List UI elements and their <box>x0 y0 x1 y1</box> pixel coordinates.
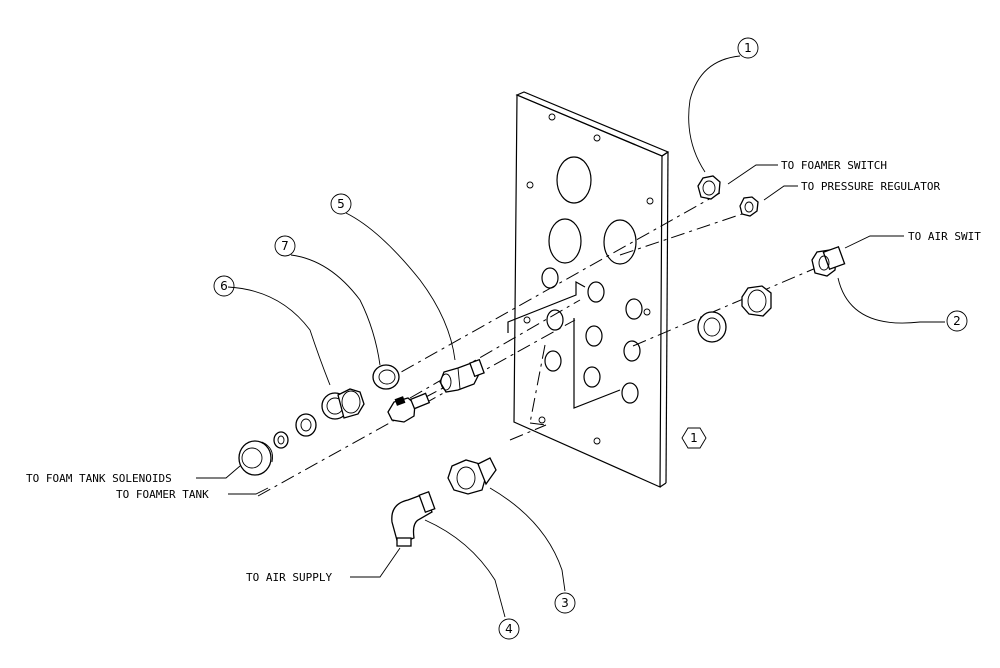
grommet-foam-tank <box>238 440 273 476</box>
tapered-ring <box>295 413 317 437</box>
hex-nut-foamer-switch <box>697 175 721 200</box>
callout-1: 1 <box>737 37 759 59</box>
label-to-air-switch: TO AIR SWIT <box>908 230 981 243</box>
fitting-part-5 <box>439 358 485 393</box>
hex-nut-pressure-regulator <box>739 196 759 217</box>
label-to-foamer-tank: TO FOAMER TANK <box>116 488 209 501</box>
mounting-plate <box>507 91 670 488</box>
hex-nut-large <box>741 285 772 317</box>
assembly-centerlines <box>257 192 831 497</box>
elbow-part-4 <box>391 490 436 547</box>
callout-3-text: 3 <box>561 596 569 610</box>
plate-callout-text: 1 <box>690 431 698 445</box>
callout-3: 3 <box>554 592 576 614</box>
callout-6: 6 <box>213 275 235 297</box>
callout-5-text: 5 <box>337 197 345 211</box>
label-to-foamer-switch: TO FOAMER SWITCH <box>781 159 887 172</box>
callout-2-text: 2 <box>953 314 961 328</box>
leader-lines <box>196 55 945 618</box>
callout-5: 5 <box>330 193 352 215</box>
callout-1-text: 1 <box>744 41 752 55</box>
callout-4-text: 4 <box>505 622 513 636</box>
callout-4: 4 <box>498 618 520 640</box>
fitting-part-3 <box>447 457 497 495</box>
small-washer <box>273 431 289 449</box>
label-to-pressure-regulator: TO PRESSURE REGULATOR <box>801 180 940 193</box>
fitting-air-switch <box>811 245 846 277</box>
small-fitting <box>387 392 431 423</box>
washer-part-7 <box>372 364 400 390</box>
callout-2: 2 <box>946 310 968 332</box>
label-to-foam-tank-solenoids: TO FOAM TANK SOLENOIDS <box>26 472 172 485</box>
washer-right <box>697 311 727 343</box>
plate-callout: 1 <box>681 427 707 449</box>
label-to-air-supply: TO AIR SUPPLY <box>246 571 332 584</box>
callout-7: 7 <box>274 235 296 257</box>
bushing-part-6 <box>321 388 365 420</box>
callout-7-text: 7 <box>281 239 289 253</box>
callout-6-text: 6 <box>220 279 228 293</box>
